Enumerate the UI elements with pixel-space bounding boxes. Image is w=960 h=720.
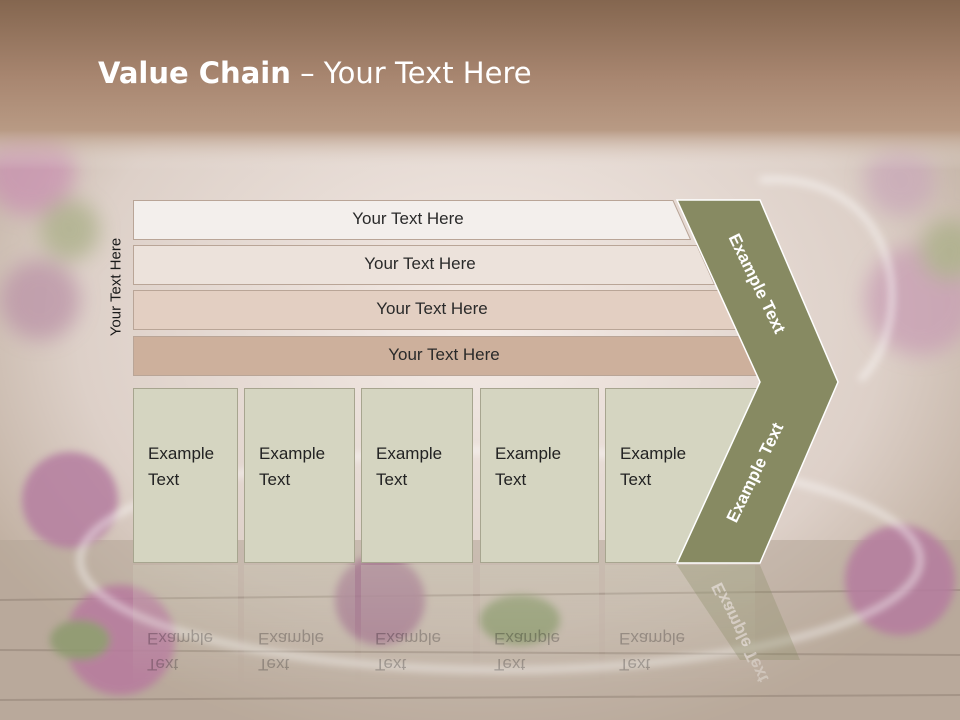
row-4: Your Text Here [133, 336, 763, 376]
row-shape [133, 245, 715, 285]
row-label: Your Text Here [376, 299, 488, 318]
row-label: Your Text Here [388, 345, 500, 364]
row-2: Your Text Here [133, 245, 715, 285]
slide-title-rest: – Your Text Here [290, 56, 532, 90]
slide-title: Value Chain – Your Text Here [98, 56, 532, 90]
chevron-reflection [677, 565, 800, 660]
row-1: Your Text Here [133, 200, 691, 240]
chevron-shape [675, 199, 839, 564]
row-3: Your Text Here [133, 290, 739, 330]
row-shape [133, 200, 691, 240]
row-label: Your Text Here [352, 209, 464, 228]
slide-title-bold: Value Chain [98, 56, 291, 90]
row-label: Your Text Here [364, 254, 476, 273]
